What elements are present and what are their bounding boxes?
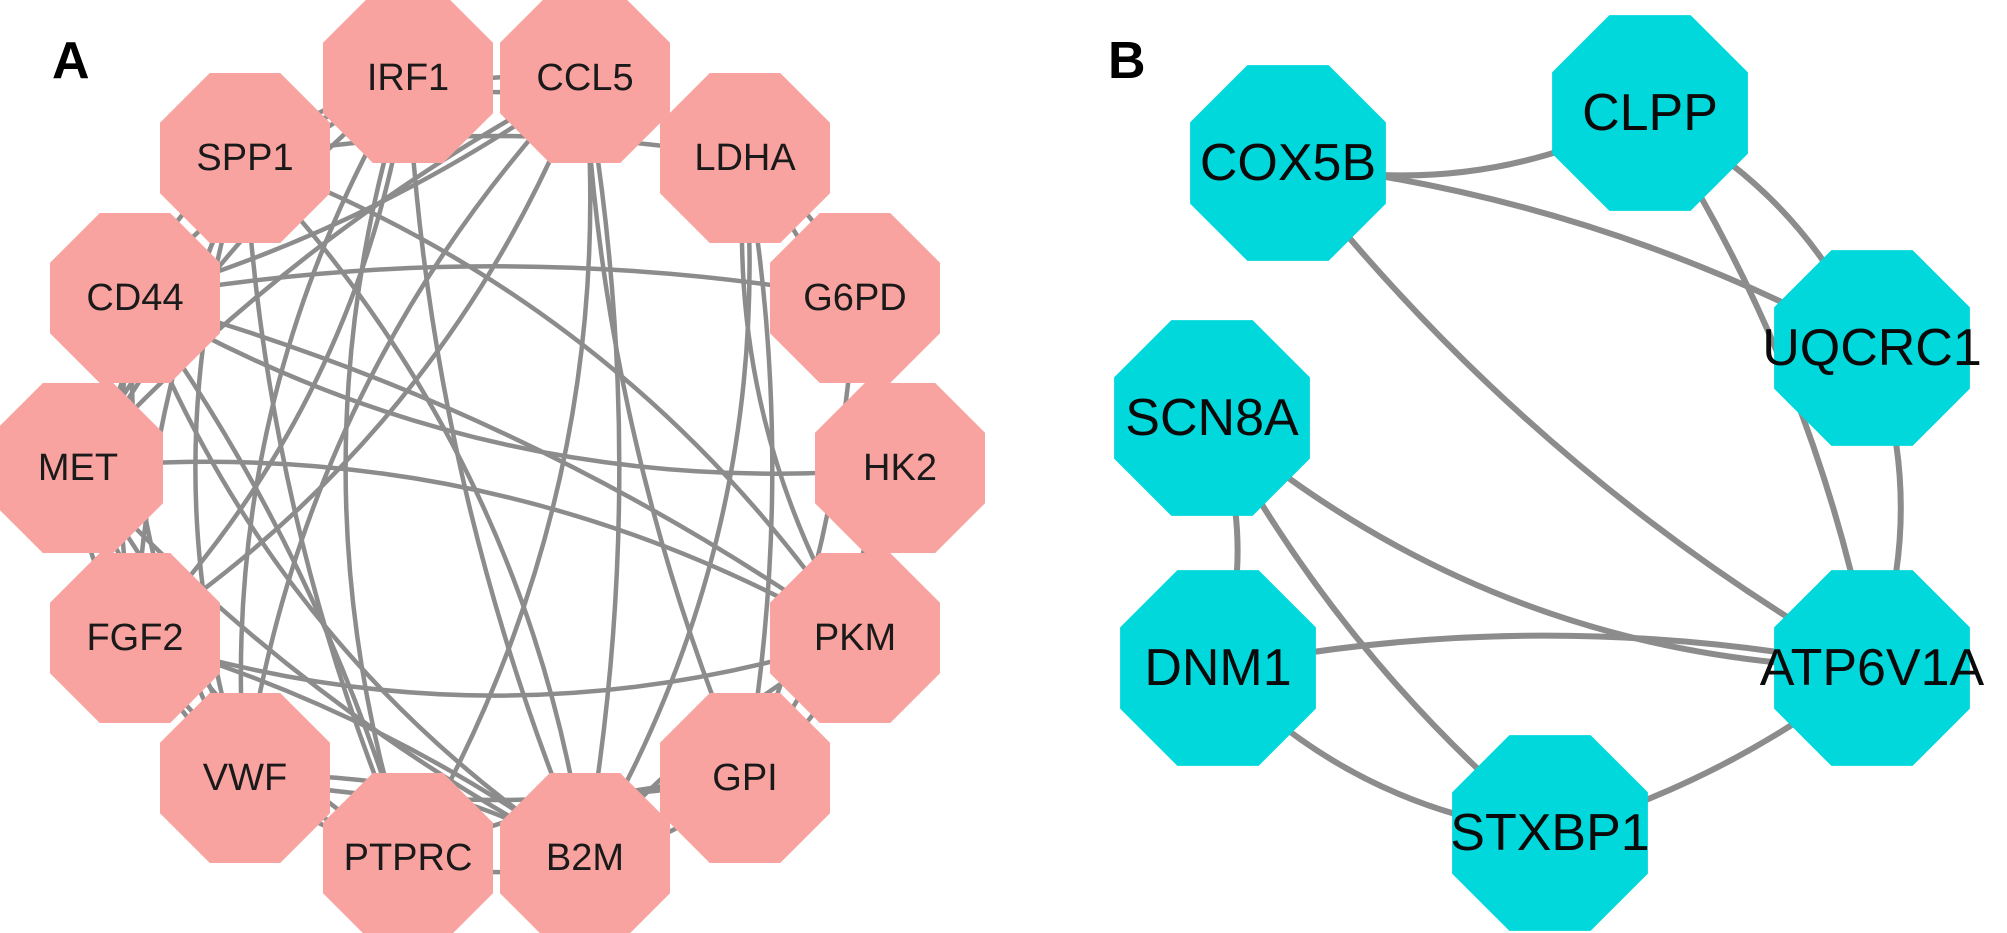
node-shape	[660, 73, 830, 243]
node-atp6v1a[interactable]: ATP6V1A	[1760, 570, 1985, 766]
node-dnm1[interactable]: DNM1	[1120, 570, 1316, 766]
node-label: COX5B	[1200, 134, 1376, 192]
node-hk2[interactable]: HK2	[815, 383, 985, 553]
node-label: VWF	[203, 757, 287, 799]
node-gpi[interactable]: GPI	[660, 693, 830, 863]
node-label: IRF1	[367, 57, 449, 99]
node-label: FGF2	[86, 617, 183, 659]
edge-ccl5-met	[75, 75, 588, 471]
node-shape	[323, 0, 493, 163]
node-cd44[interactable]: CD44	[50, 213, 220, 383]
node-clpp[interactable]: CLPP	[1552, 15, 1748, 211]
node-label: STXBP1	[1450, 804, 1649, 862]
node-ccl5[interactable]: CCL5	[500, 0, 670, 163]
node-shape	[660, 693, 830, 863]
node-shape	[160, 73, 330, 243]
node-ldha[interactable]: LDHA	[660, 73, 830, 243]
node-label: ATP6V1A	[1760, 639, 1985, 697]
edge-spp1-vwf	[193, 155, 248, 781]
panel-a-label: A	[52, 32, 90, 90]
node-label: DNM1	[1144, 639, 1291, 697]
edge-ccl5-b2m	[582, 75, 622, 861]
node-shape	[50, 553, 220, 723]
node-label: SPP1	[196, 137, 293, 179]
edge-irf1-b2m	[405, 75, 588, 861]
edge-spp1-b2m	[242, 155, 588, 861]
node-met[interactable]: MET	[0, 383, 163, 553]
node-shape	[770, 553, 940, 723]
node-label: LDHA	[694, 137, 796, 179]
edge-cd44-g6pd	[132, 264, 858, 301]
edge-scn8a-atp6v1a	[1209, 415, 1875, 671]
node-shape	[323, 773, 493, 933]
edge-met-b2m	[75, 465, 588, 861]
node-shape	[160, 693, 330, 863]
edge-cd44-pkm	[132, 295, 858, 641]
node-label: HK2	[863, 447, 937, 489]
node-scn8a[interactable]: SCN8A	[1114, 320, 1310, 516]
edge-ccl5-fgf2	[132, 75, 588, 641]
node-shape	[1114, 320, 1310, 516]
node-label: PKM	[814, 617, 896, 659]
node-label: CLPP	[1582, 84, 1718, 142]
edge-met-pkm	[75, 459, 858, 641]
edge-cox5b-atp6v1a	[1285, 160, 1875, 671]
edge-spp1-ptprc	[242, 155, 411, 861]
node-shape	[0, 383, 163, 553]
node-shape	[50, 213, 220, 383]
node-shape	[1190, 65, 1386, 261]
node-stxbp1[interactable]: STXBP1	[1450, 735, 1650, 931]
node-label: MET	[38, 447, 118, 489]
edge-ldha-gpi	[742, 155, 775, 781]
edge-cd44-b2m	[132, 295, 588, 861]
edge-irf1-fgf2	[132, 75, 411, 641]
node-label: GPI	[712, 757, 777, 799]
node-shape	[500, 0, 670, 163]
panel-b-label: B	[1108, 32, 1146, 90]
node-pkm[interactable]: PKM	[770, 553, 940, 723]
edge-spp1-pkm	[242, 155, 858, 641]
node-label: SCN8A	[1125, 389, 1299, 447]
node-uqcrc1[interactable]: UQCRC1	[1762, 250, 1982, 446]
edge-ccl5-gpi	[582, 75, 748, 781]
node-label: UQCRC1	[1762, 319, 1982, 377]
edge-ldha-b2m	[582, 155, 752, 861]
node-cox5b[interactable]: COX5B	[1190, 65, 1386, 261]
node-shape	[500, 773, 670, 933]
node-fgf2[interactable]: FGF2	[50, 553, 220, 723]
node-g6pd[interactable]: G6PD	[770, 213, 940, 383]
node-label: B2M	[546, 837, 624, 879]
node-shape	[1120, 570, 1316, 766]
node-label: CCL5	[536, 57, 633, 99]
node-shape	[770, 213, 940, 383]
node-vwf[interactable]: VWF	[160, 693, 330, 863]
edge-cd44-hk2	[132, 295, 903, 476]
node-label: G6PD	[803, 277, 906, 319]
edge-fgf2-pkm	[132, 635, 858, 698]
node-label: CD44	[86, 277, 183, 319]
edge-ccl5-ptprc	[405, 75, 593, 861]
node-b2m[interactable]: B2M	[500, 773, 670, 933]
node-shape	[1774, 250, 1970, 446]
node-shape	[1452, 735, 1648, 931]
node-label: PTPRC	[344, 837, 473, 879]
node-ptprc[interactable]: PTPRC	[323, 773, 493, 933]
node-spp1[interactable]: SPP1	[160, 73, 330, 243]
node-irf1[interactable]: IRF1	[323, 0, 493, 163]
node-shape	[815, 383, 985, 553]
node-shape	[1774, 570, 1970, 766]
node-shape	[1552, 15, 1748, 211]
